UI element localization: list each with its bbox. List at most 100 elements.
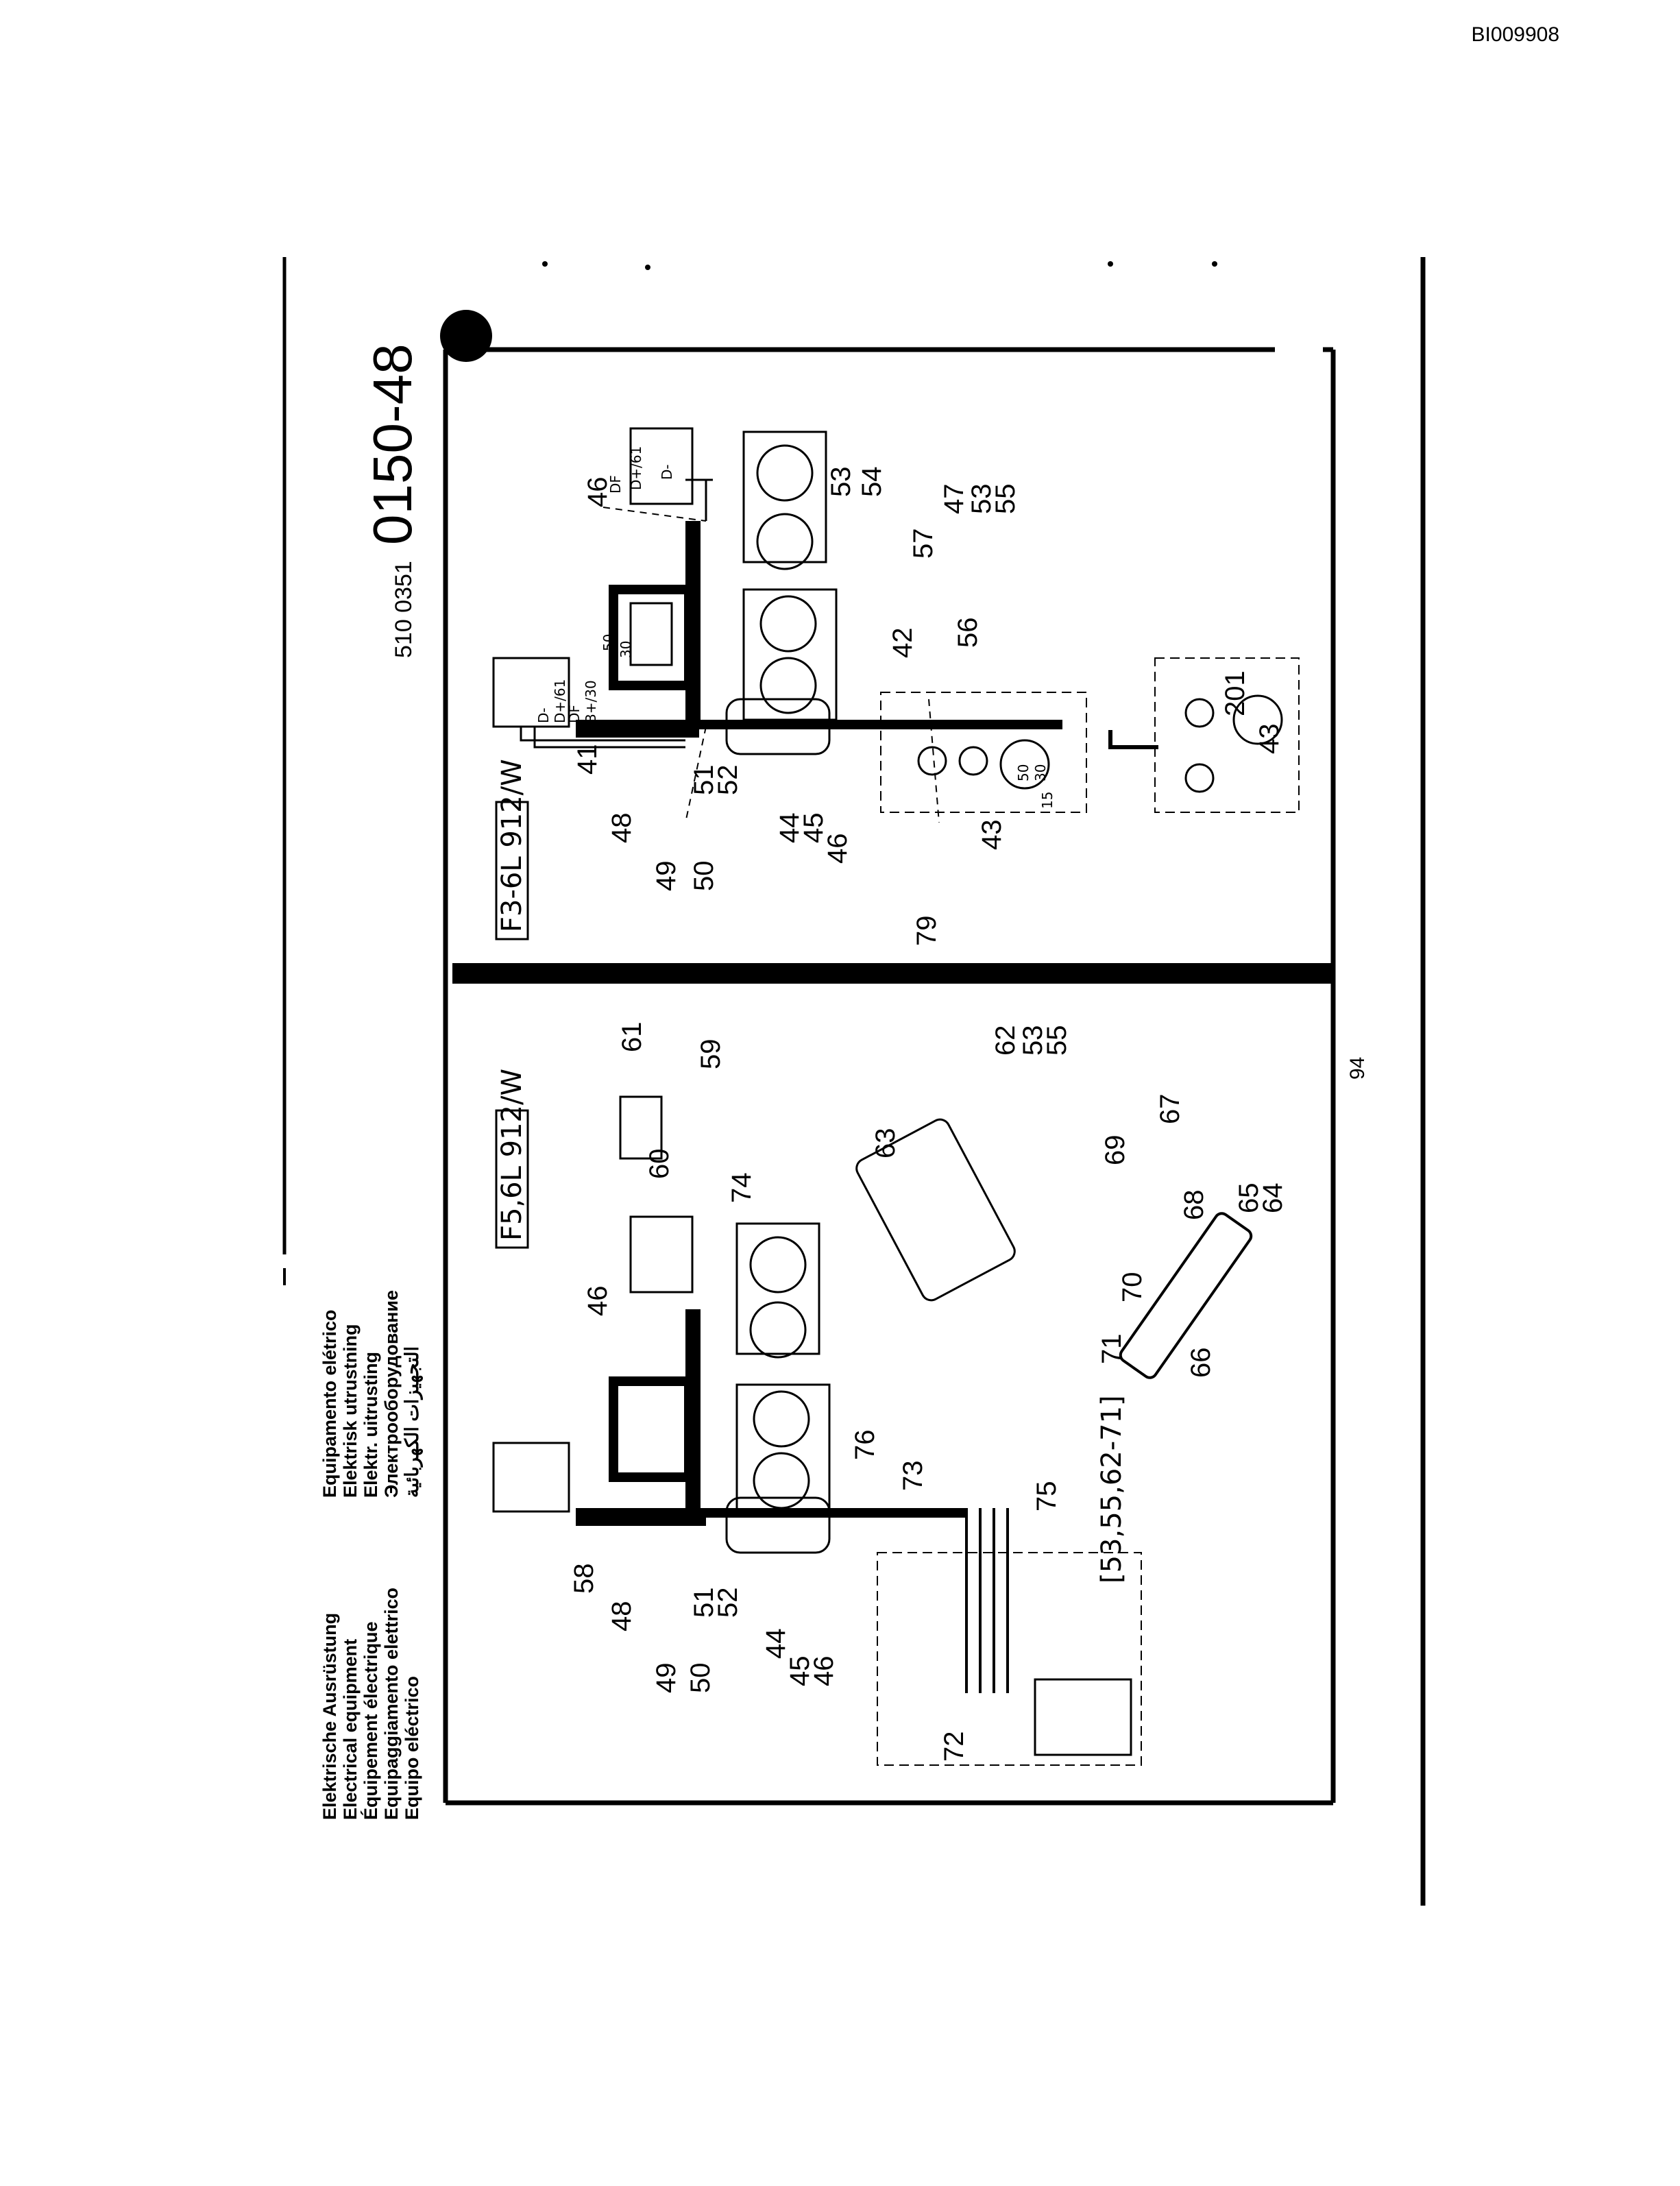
cylinder-block-f3-b (742, 588, 838, 721)
panel-f5: F5,6L 912/W 61 59 60 62 53 55 63 (492, 1022, 1288, 1766)
bore (753, 1452, 810, 1509)
gauge-icon (1232, 694, 1283, 745)
callout-76: 76 (850, 1430, 880, 1461)
dot-mark (542, 261, 548, 267)
lamp-icon (1184, 763, 1215, 793)
harness-main-f3 (576, 720, 699, 738)
dot-mark (1212, 261, 1217, 267)
title-nl: Elektr. uitrusting (361, 1352, 381, 1498)
callouts-f3: 46 53 54 57 47 53 55 56 42 41 48 49 50 5… (572, 467, 1285, 947)
document-id: BI009908 (1471, 23, 1559, 46)
leader (685, 726, 707, 823)
callout-67: 67 (1155, 1094, 1185, 1125)
callout-50: 50 (685, 1663, 716, 1694)
term-30: 30 (618, 641, 634, 658)
title-en: Electrical equipment (340, 1639, 361, 1820)
generator-f3 (629, 427, 694, 505)
sw-15: 15 (1039, 792, 1056, 809)
harness-main-f5 (576, 1508, 706, 1526)
flywheel-f5 (725, 1496, 831, 1554)
lamp-icon (1184, 698, 1215, 728)
wire (1108, 730, 1158, 749)
terminal-strip-f5 (1034, 1678, 1132, 1756)
callout-49: 49 (651, 1663, 681, 1694)
gen-term-df: DF (607, 475, 624, 494)
callout-55: 55 (1042, 1025, 1072, 1056)
cylinder-block-f5-a (735, 1222, 820, 1355)
callout-73: 73 (898, 1461, 928, 1492)
callout-53: 53 (826, 467, 856, 498)
callout-62: 62 (990, 1025, 1021, 1056)
callout-69: 69 (1100, 1135, 1130, 1166)
callouts-f5: 61 59 60 62 53 55 63 74 46 76 73 75 58 4… (569, 1022, 1288, 1762)
callout-46: 46 (583, 1286, 613, 1317)
header-titles: Elektrische Ausrüstung Electrical equipm… (319, 1290, 424, 1820)
callout-58: 58 (569, 1564, 599, 1594)
wire (520, 727, 685, 742)
bore (753, 1390, 810, 1448)
callout-52: 52 (713, 765, 743, 796)
title-de: Elektrische Ausrüstung (319, 1613, 340, 1820)
regulator-f3 (492, 657, 570, 728)
generator-f5 (629, 1215, 694, 1294)
callout-70: 70 (1117, 1272, 1147, 1303)
callout-49: 49 (651, 861, 681, 892)
sw-30: 30 (1032, 764, 1049, 781)
regulator-f5 (492, 1442, 570, 1513)
term-b30: B+/30 (583, 680, 599, 723)
term-d-minus: D- (535, 707, 552, 723)
callout-46b: 46 (823, 834, 853, 864)
part-number: 0150-48 (362, 343, 423, 545)
callout-44: 44 (761, 1629, 791, 1660)
panel-f3: F3-6L 912/W D- D+/61 DF B+/30 50 30 D+/6… (492, 427, 1300, 947)
lamp-box-f3 (880, 692, 1087, 813)
callout-52: 52 (713, 1588, 743, 1618)
callout-79: 79 (912, 916, 942, 947)
callout-59: 59 (696, 1039, 726, 1070)
harness-riser-f5 (685, 1309, 701, 1515)
lamp-icon (958, 746, 988, 776)
callout-56: 56 (953, 618, 983, 648)
bore (756, 444, 814, 502)
bore (759, 657, 817, 714)
title-es: Equipo eléctrico (402, 1676, 422, 1820)
callout-53b: 53 (966, 484, 997, 515)
controller-box (855, 1118, 1016, 1302)
callout-45: 45 (785, 1656, 815, 1687)
callout-43b: 43 (1254, 724, 1285, 755)
bore (759, 595, 817, 653)
part-prefix: 510 0351 (391, 561, 417, 658)
callout-44: 44 (775, 813, 805, 844)
title-ar: التجهيزات الكهربائية (402, 1346, 424, 1498)
harness-long-f5 (706, 1508, 966, 1518)
sw-50: 50 (1015, 764, 1032, 781)
cylinder-block-f3-a (742, 430, 827, 563)
gen-term-d-plus: D+/61 (628, 446, 644, 490)
callout-71: 71 (1097, 1334, 1127, 1365)
leader (928, 699, 940, 823)
callout-201: 201 (1220, 670, 1250, 716)
callout-51: 51 (689, 765, 719, 796)
callout-61: 61 (617, 1022, 647, 1053)
callout-60: 60 (644, 1149, 674, 1180)
callout-75: 75 (1032, 1481, 1062, 1512)
gen-term-d-minus: D- (659, 464, 675, 480)
callout-72: 72 (939, 1732, 969, 1762)
harness-riser-f3 (685, 521, 701, 727)
group-note: [53,55,62-71] (1096, 1395, 1128, 1583)
dot-mark (1108, 261, 1113, 267)
callout-41: 41 (572, 744, 602, 775)
remote-lamp-box-f3 (1154, 657, 1300, 813)
callout-43: 43 (977, 820, 1007, 851)
callout-66: 66 (1186, 1348, 1216, 1379)
key-switch-icon (999, 739, 1050, 790)
bore (756, 513, 814, 570)
cylinder-block-f5-b (735, 1383, 831, 1516)
callout-42: 42 (888, 628, 918, 659)
panel-label-f5: F5,6L 912/W (496, 1069, 528, 1241)
panel-divider (452, 963, 1333, 984)
callout-47: 47 (939, 484, 969, 515)
term-50: 50 (600, 634, 617, 651)
lamp-icon (917, 746, 947, 776)
